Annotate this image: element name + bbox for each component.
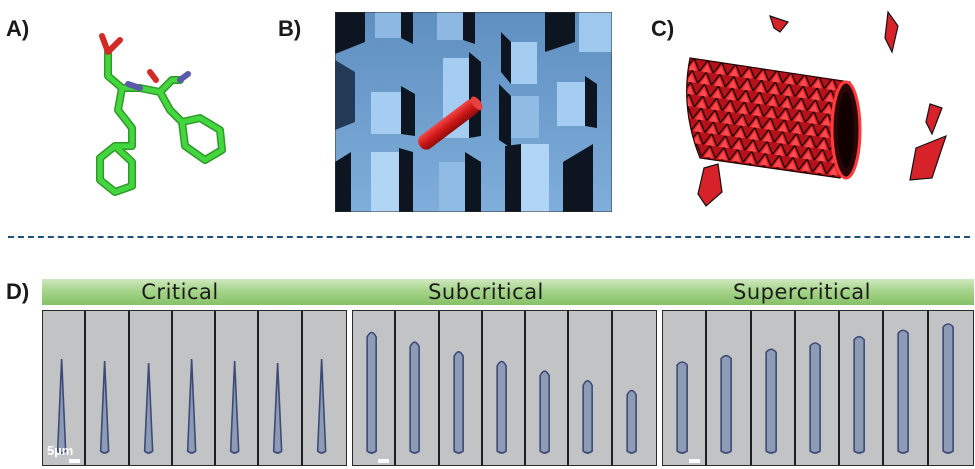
crystal-image	[366, 331, 377, 454]
micrograph-frame	[795, 311, 841, 465]
crystal-shape	[273, 362, 283, 454]
regime-label-supercritical: Supercritical	[733, 280, 871, 304]
micrograph-frame	[569, 311, 613, 465]
crystal-image	[539, 370, 551, 454]
crystal-shape	[229, 360, 240, 454]
crystal-image	[409, 341, 421, 454]
crystal-image	[942, 323, 954, 454]
micrograph-series-subcritical	[352, 310, 657, 466]
crystal-image	[273, 362, 283, 454]
crystal-image	[452, 351, 464, 454]
micrograph-frame	[840, 311, 885, 465]
crystal-shape	[100, 360, 110, 454]
crystal-shape	[409, 341, 421, 454]
crystal-image	[676, 361, 688, 454]
scale-bar-critical	[69, 459, 80, 463]
panel-a-label: A)	[6, 16, 30, 41]
crystal-shape	[496, 360, 507, 454]
micrograph-frame	[172, 311, 217, 465]
panel-d-label: D)	[6, 279, 30, 304]
crystal-image	[56, 358, 67, 454]
crystal-shape	[809, 342, 821, 454]
micrograph-frame	[259, 311, 303, 465]
crystal-shape	[897, 329, 910, 454]
micrograph-frame	[216, 311, 260, 465]
micrograph-frame	[526, 311, 570, 465]
crystal-image	[316, 358, 327, 454]
crystal-image	[143, 362, 154, 454]
crystal-image	[626, 389, 637, 454]
regime-label-critical: Critical	[141, 280, 219, 304]
micrograph-frame	[707, 311, 752, 465]
crystal-shape	[582, 380, 594, 454]
crystal-shape	[143, 362, 154, 454]
crystal-shape	[942, 323, 954, 454]
fibre-assembly-render	[686, 10, 947, 207]
micrograph-frame	[751, 311, 796, 465]
crystal-image	[229, 360, 240, 454]
section-divider	[8, 236, 970, 238]
crystal-image	[100, 360, 110, 454]
crystal-shape	[539, 370, 551, 454]
pillar-array-render	[335, 12, 612, 212]
crystal-image	[496, 360, 507, 454]
micrograph-series-critical	[42, 310, 347, 466]
crystal-shape	[452, 351, 464, 454]
crystal-shape	[626, 389, 637, 454]
crystal-shape	[316, 358, 327, 454]
panel-b-label: B)	[278, 16, 302, 41]
dipeptide-molecule-model	[96, 33, 226, 196]
micrograph-frame	[884, 311, 929, 465]
crystal-image	[764, 348, 777, 454]
micrograph-frame	[612, 311, 656, 465]
micrograph-frame	[482, 311, 527, 465]
crystal-shape	[366, 331, 377, 454]
panel-c-label: C)	[651, 16, 675, 41]
scale-bar-label: 5µm	[47, 443, 74, 458]
crystal-shape	[676, 361, 688, 454]
micrograph-frame	[353, 311, 397, 465]
regime-banner: Critical Subcritical Supercritical	[42, 279, 974, 305]
micrograph-series-supercritical	[662, 310, 974, 466]
micrograph-frame	[302, 311, 346, 465]
scale-bar-subcritical	[378, 459, 389, 463]
micrograph-frame	[86, 311, 130, 465]
micrograph-frame	[439, 311, 483, 465]
micrograph-frame	[129, 311, 173, 465]
regime-label-subcritical: Subcritical	[428, 280, 544, 304]
crystal-image	[720, 354, 733, 454]
scale-bar-supercritical	[689, 459, 700, 463]
crystal-image	[582, 380, 594, 454]
micrograph-frame	[396, 311, 440, 465]
crystal-shape	[720, 354, 733, 454]
crystal-image	[809, 342, 821, 454]
crystal-image	[897, 329, 910, 454]
micrograph-frame	[663, 311, 708, 465]
crystal-shape	[56, 358, 67, 454]
crystal-shape	[853, 335, 866, 454]
crystal-shape	[186, 358, 197, 454]
crystal-image	[853, 335, 866, 454]
crystal-shape	[764, 348, 777, 454]
micrograph-frame	[43, 311, 87, 465]
micrograph-frame	[928, 311, 973, 465]
crystal-image	[186, 358, 197, 454]
